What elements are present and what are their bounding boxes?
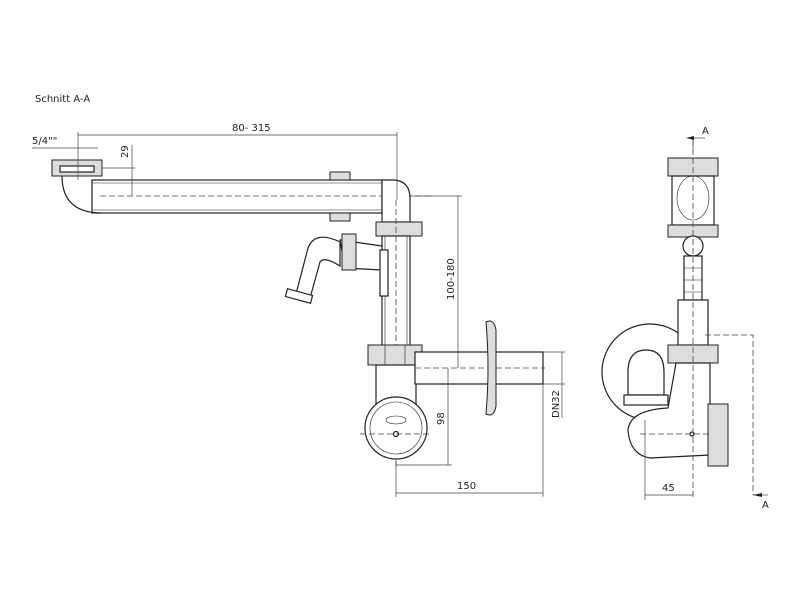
svg-text:100-180: 100-180 — [446, 258, 457, 300]
dimension-45: 45 — [644, 420, 693, 500]
side-view — [601, 140, 754, 500]
svg-text:29: 29 — [120, 145, 131, 158]
dimension-dn32: DN32 — [543, 351, 565, 418]
svg-text:150: 150 — [457, 481, 476, 492]
svg-text:80- 315: 80- 315 — [232, 123, 271, 134]
svg-text:DN32: DN32 — [551, 390, 562, 418]
svg-text:A: A — [702, 126, 709, 137]
dimension-29: 29 — [102, 145, 135, 196]
arm-nut — [329, 171, 351, 181]
section-view — [51, 159, 545, 470]
horizontal-pipe — [61, 175, 430, 214]
hose-connector — [284, 233, 389, 304]
svg-text:A: A — [762, 500, 769, 511]
cleaning-cap — [360, 396, 432, 460]
elbow-nut — [375, 221, 423, 237]
dimension-150: 150 — [395, 384, 544, 497]
svg-text:5/4"": 5/4"" — [32, 136, 57, 147]
dimension-80-315: 80- 315 — [77, 123, 398, 200]
outlet-nut — [707, 403, 729, 467]
svg-text:98: 98 — [436, 412, 447, 425]
dimension-100-180: 100-180 — [410, 195, 462, 368]
section-mark-top: A — [686, 126, 709, 150]
section-mark-bottom: A — [753, 493, 769, 511]
dimension-98: 98 — [396, 368, 452, 466]
dimension-thread: 5/4"" — [32, 136, 98, 149]
trap-nut — [367, 344, 423, 366]
section-title: Schnitt A-A — [35, 94, 90, 105]
inlet-nut — [51, 159, 103, 177]
svg-text:45: 45 — [662, 483, 675, 494]
wall-flange — [485, 320, 497, 416]
bell — [627, 349, 665, 396]
